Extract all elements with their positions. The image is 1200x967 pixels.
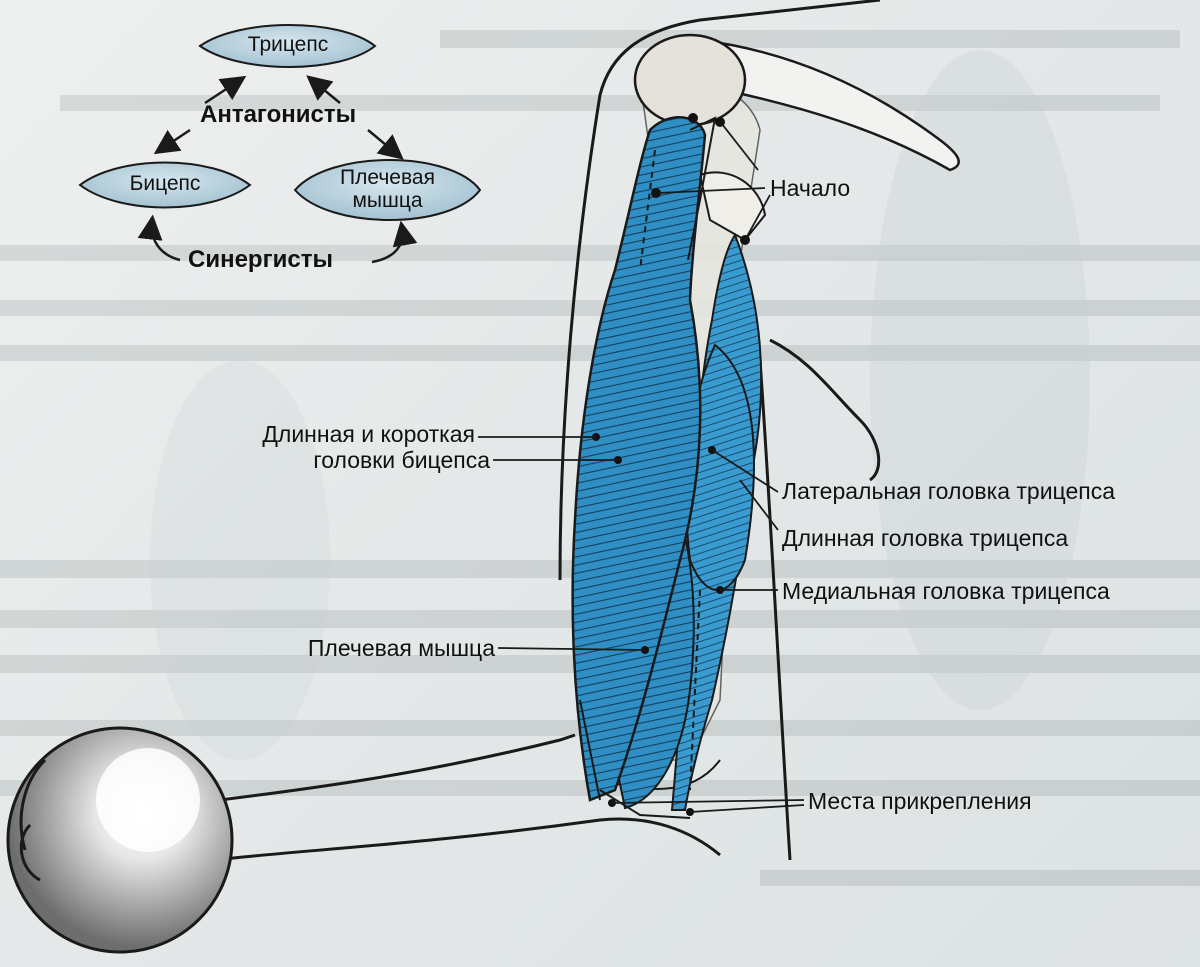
brachialis-node-label-line1: Плечевая: [340, 166, 435, 189]
arrow-icon: [137, 214, 181, 262]
scheme-diagram: [78, 24, 482, 264]
biceps-node-label: Бицепс: [129, 172, 201, 195]
biceps-heads-label-line1: Длинная и короткая: [262, 421, 475, 447]
brachialis-node: [293, 159, 482, 221]
brachialis-label: Плечевая мышца: [307, 635, 495, 661]
insertion-label: Места прикрепления: [808, 788, 1032, 814]
brachialis-node-label-line2: мышца: [352, 189, 423, 212]
triceps-node: [198, 24, 377, 68]
triceps-long-label: Длинная головка трицепса: [782, 525, 1069, 551]
arrow-icon: [306, 75, 341, 104]
triceps-node-label: Трицепс: [247, 33, 329, 56]
arrow-icon: [371, 220, 418, 264]
arrow-icon: [153, 128, 191, 155]
biceps-node: [78, 161, 252, 209]
biceps-heads-label-line2: головки бицепса: [313, 447, 490, 473]
triceps-medial-label: Медиальная головка трицепса: [782, 578, 1110, 604]
arrow-icon: [367, 129, 404, 160]
synergists-label: Синергисты: [188, 246, 333, 273]
triceps-lateral-label: Латеральная головка трицепса: [782, 478, 1116, 504]
origin-label: Начало: [770, 175, 851, 201]
antagonists-label: Антагонисты: [200, 101, 357, 128]
leader-lines: [478, 123, 805, 813]
arrow-icon: [204, 75, 247, 105]
